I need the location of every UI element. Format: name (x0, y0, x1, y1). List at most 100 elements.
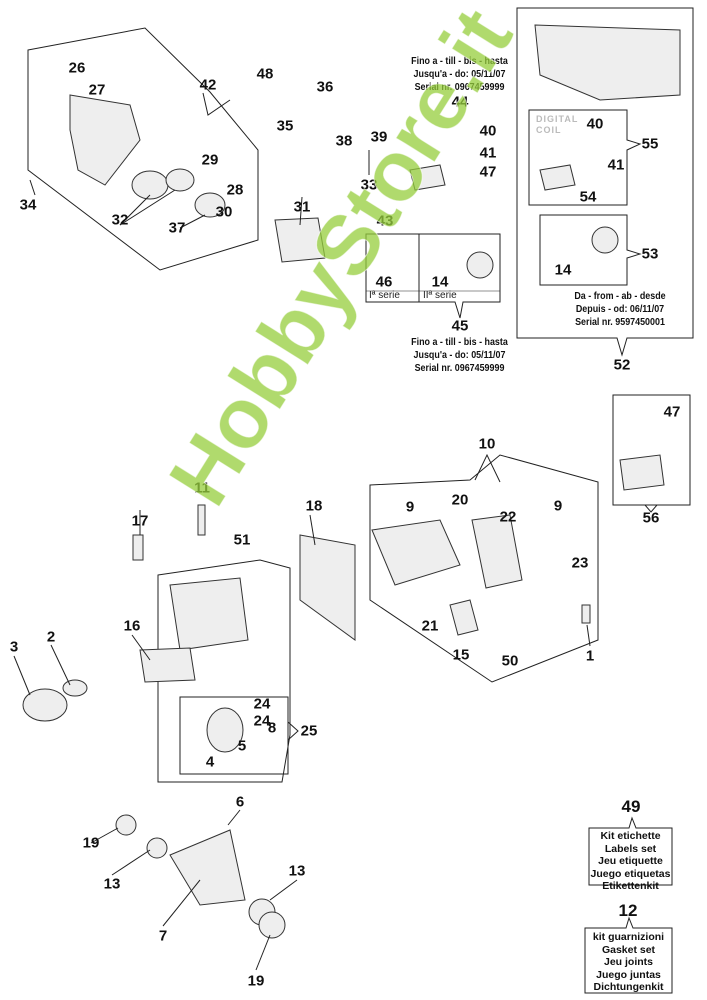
note-line: Serial nr. 9597450001 (575, 316, 665, 328)
callout-48[interactable]: 48 (256, 65, 274, 83)
pawl (194, 192, 226, 218)
bolt-11 (197, 504, 206, 536)
callout-51[interactable]: 51 (233, 531, 251, 549)
callout-44[interactable]: 44 (451, 93, 469, 111)
callout-9-right[interactable]: 9 (553, 497, 563, 515)
callout-6[interactable]: 6 (235, 793, 245, 811)
callout-8[interactable]: 8 (267, 719, 277, 737)
callout-43[interactable]: 43 (376, 212, 394, 230)
callout-25[interactable]: 25 (300, 722, 318, 740)
callout-47-coil[interactable]: 47 (663, 403, 681, 421)
callout-52[interactable]: 52 (613, 356, 631, 374)
callout-7[interactable]: 7 (158, 927, 168, 945)
callout-1[interactable]: 1 (585, 647, 595, 665)
kit-line: kit guarnizioni (592, 931, 665, 943)
callout-15[interactable]: 15 (452, 646, 470, 664)
note-line: Depuis - od: 06/11/07 (575, 303, 665, 315)
note-line: Fino a - till - bis - hasta (411, 336, 508, 348)
intake-3 (22, 688, 68, 722)
callout-46[interactable]: 46 (375, 273, 393, 291)
crankshaft (169, 829, 246, 906)
plate-21 (449, 599, 479, 636)
labels-kit-text: Kit etichette Labels set Jeu etiquette J… (589, 830, 672, 893)
callout-12[interactable]: 12 (618, 901, 638, 920)
group-42-outline (27, 27, 259, 271)
callout-19[interactable]: 19 (82, 834, 100, 852)
callout-10[interactable]: 10 (478, 435, 496, 453)
callout-39[interactable]: 39 (370, 128, 388, 146)
callout-16[interactable]: 16 (123, 617, 141, 635)
note-until-44: Fino a - till - bis - hasta Jusqu'a - do… (402, 55, 517, 94)
callout-28[interactable]: 28 (226, 181, 244, 199)
callout-41[interactable]: 41 (479, 144, 497, 162)
callout-4[interactable]: 4 (205, 753, 215, 771)
callout-45[interactable]: 45 (451, 317, 469, 335)
kit-line: Jeu joints (603, 956, 653, 968)
group-55-outline (528, 109, 642, 206)
kit-line: Kit etichette (600, 830, 661, 842)
coil-56 (619, 454, 665, 491)
callout-54[interactable]: 54 (579, 188, 597, 206)
callout-24-second[interactable]: 24 (253, 712, 271, 730)
callout-35[interactable]: 35 (276, 117, 294, 135)
callout-19-bottom[interactable]: 19 (247, 972, 265, 990)
callout-40[interactable]: 40 (479, 122, 497, 140)
callout-53[interactable]: 53 (641, 245, 659, 263)
muffler (371, 519, 461, 586)
clamp-2 (62, 679, 88, 697)
callout-42[interactable]: 42 (199, 76, 217, 94)
callout-47[interactable]: 47 (479, 163, 497, 181)
note-line: Jusqu'a - do: 05/11/07 (413, 349, 506, 361)
bearing-13 (146, 837, 168, 859)
callout-18[interactable]: 18 (305, 497, 323, 515)
callout-30[interactable]: 30 (215, 203, 233, 221)
callout-21[interactable]: 21 (421, 617, 439, 635)
heat-shield-18 (299, 534, 356, 641)
callout-13[interactable]: 13 (103, 875, 121, 893)
spark-plug (132, 534, 144, 561)
callout-56[interactable]: 56 (642, 509, 660, 527)
callout-41-new[interactable]: 41 (607, 156, 625, 174)
callout-50[interactable]: 50 (501, 652, 519, 670)
callout-37[interactable]: 37 (168, 219, 186, 237)
callout-2[interactable]: 2 (46, 628, 56, 646)
group-56-outline (612, 394, 691, 506)
callout-31[interactable]: 31 (293, 198, 311, 216)
callout-38[interactable]: 38 (335, 132, 353, 150)
callout-36[interactable]: 36 (316, 78, 334, 96)
callout-26[interactable]: 26 (68, 59, 86, 77)
kit-line: Juego juntas (596, 968, 661, 981)
callout-33[interactable]: 33 (360, 176, 378, 194)
callout-24[interactable]: 24 (253, 695, 271, 713)
callout-20[interactable]: 20 (451, 491, 469, 509)
series-label-first: Iª serie (369, 290, 400, 301)
piston (206, 707, 244, 753)
callout-3[interactable]: 3 (9, 638, 19, 656)
callout-40-new[interactable]: 40 (586, 115, 604, 133)
callout-14[interactable]: 14 (431, 273, 449, 291)
kit-line: Etikettenkit (602, 880, 659, 892)
callout-22[interactable]: 22 (499, 508, 517, 526)
callout-9[interactable]: 9 (405, 498, 415, 516)
group-25-outline (157, 559, 291, 783)
callout-5[interactable]: 5 (237, 737, 247, 755)
callout-27[interactable]: 27 (88, 81, 106, 99)
coil-44 (409, 164, 446, 191)
callout-14-new[interactable]: 14 (554, 261, 572, 279)
pulley (131, 170, 169, 200)
callout-55[interactable]: 55 (641, 135, 659, 153)
callout-32[interactable]: 32 (111, 211, 129, 229)
note-from-52: Da - from - ab - desde Depuis - od: 06/1… (556, 290, 684, 329)
callout-17[interactable]: 17 (131, 512, 149, 530)
callout-29[interactable]: 29 (201, 151, 219, 169)
callout-23[interactable]: 23 (571, 554, 589, 572)
callout-11[interactable]: 11 (194, 479, 210, 497)
kit-line: Labels set (604, 842, 657, 855)
callout-34[interactable]: 34 (19, 196, 37, 214)
callout-49[interactable]: 49 (621, 797, 641, 816)
callout-13-right[interactable]: 13 (288, 862, 306, 880)
kit-line: Dichtungenkit (593, 981, 664, 993)
note-until-45: Fino a - till - bis - hasta Jusqu'a - do… (402, 336, 517, 375)
